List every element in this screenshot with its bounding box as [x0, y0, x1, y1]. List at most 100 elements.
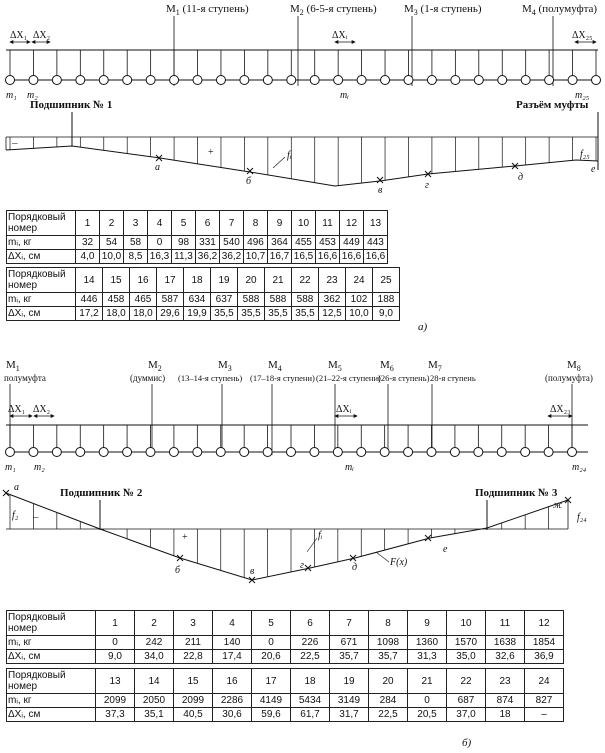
- mass-node: [5, 447, 15, 457]
- table-cell: 588: [237, 292, 265, 307]
- mass-node: [380, 75, 391, 85]
- table-cell: 443: [363, 235, 388, 250]
- table-cell: 8: [368, 610, 408, 636]
- figure-a-scheme: M1 (11-я ступень) M2 (6-5-я ступень) M3 …: [5, 3, 601, 333]
- dx-label-i: ΔXᵢ: [332, 30, 348, 41]
- mass-label-b-M4: M4: [268, 359, 282, 373]
- mass-node: [473, 447, 484, 457]
- table-cell: 7: [329, 610, 369, 636]
- mass-caption-b-7: 28-я ступень: [430, 373, 476, 383]
- table-cell: 3: [173, 610, 213, 636]
- table-cell: 2099: [173, 693, 213, 708]
- bearing-1-label: Подшипник № 1: [30, 99, 112, 111]
- table-cell: 17,2: [75, 306, 103, 321]
- table-cell: 188: [372, 292, 400, 307]
- dx-label-1: ΔX₁: [10, 30, 27, 41]
- mass-node: [168, 447, 179, 457]
- table-cell: 32: [75, 235, 100, 250]
- table-cell: 284: [368, 693, 408, 708]
- table-cell: 35,5: [210, 306, 238, 321]
- table-cell: 364: [267, 235, 292, 250]
- mass-label-b-M3: M3: [218, 359, 232, 373]
- b-m-label-24: m₂₄: [572, 462, 587, 473]
- mass-row-header: mᵢ, кг: [6, 235, 76, 250]
- table-cell: 61,7: [290, 707, 330, 722]
- table-cell: 25: [372, 267, 400, 293]
- table-cell: 17,4: [212, 649, 252, 664]
- mass-node: [450, 75, 461, 85]
- table-cell: 98: [171, 235, 196, 250]
- table-cell: 13: [363, 210, 388, 236]
- table-cell: 16,6: [363, 249, 388, 264]
- mass-caption-b-1: полумуфта: [4, 373, 46, 383]
- table-cell: 1: [95, 610, 135, 636]
- table-cell: 3149: [329, 693, 369, 708]
- table-cell: 16,5: [291, 249, 316, 264]
- table-cell: 22: [446, 668, 486, 694]
- table-cell: 362: [318, 292, 346, 307]
- table-cell: 687: [446, 693, 486, 708]
- mass-label-b-M2: M2: [148, 359, 162, 373]
- mass-node: [145, 447, 156, 457]
- dx-label-2: ΔX₂: [33, 30, 50, 41]
- mass-nodes-b: [5, 425, 577, 457]
- mass-node: [449, 447, 460, 457]
- table-cell: 446: [75, 292, 103, 307]
- f-label-25: f₂₅: [580, 149, 590, 160]
- table-cell: 3: [123, 210, 148, 236]
- mass-label-b-M7: M7: [428, 359, 442, 373]
- table-cell: 226: [290, 635, 330, 650]
- table-cell: 11: [315, 210, 340, 236]
- table-cell: 449: [339, 235, 364, 250]
- mass-label-M4: M4 (полумуфта): [522, 3, 597, 17]
- table-cell: 16,3: [147, 249, 172, 264]
- mass-node: [145, 75, 156, 85]
- table-cell: 455: [291, 235, 316, 250]
- table-cell: 34,0: [134, 649, 174, 664]
- m-label-1: m₁: [6, 90, 17, 101]
- table-cell: 5: [251, 610, 291, 636]
- table-cell: 465: [129, 292, 157, 307]
- table-cell: 588: [264, 292, 292, 307]
- table-cell: 2: [99, 210, 124, 236]
- b-curve-label-e: е: [443, 544, 448, 555]
- mass-node: [497, 75, 508, 85]
- table-cell: 1360: [407, 635, 447, 650]
- table-cell: 6: [290, 610, 330, 636]
- mass-label-b-M1: M1: [6, 359, 20, 373]
- table-cell: 35,0: [446, 649, 486, 664]
- table-cell: 874: [485, 693, 525, 708]
- table-cell: 827: [524, 693, 564, 708]
- table-cell: 540: [219, 235, 244, 250]
- curve-label-e: е: [591, 164, 596, 175]
- table-cell: 4: [147, 210, 172, 236]
- mass-node: [332, 447, 343, 457]
- table-cell: 5434: [290, 693, 330, 708]
- table-cell: 331: [195, 235, 220, 250]
- table-cell: 20: [237, 267, 265, 293]
- mass-row-header: mᵢ, кг: [6, 292, 76, 307]
- table-cell: 140: [212, 635, 252, 650]
- table-cell: 58: [123, 235, 148, 250]
- table-cell: 21: [407, 668, 447, 694]
- mass-row-header: mᵢ, кг: [6, 635, 96, 650]
- mass-caption-b-4: (17–18-я ступени): [250, 373, 315, 383]
- table-cell: 21: [264, 267, 292, 293]
- mass-node: [286, 75, 297, 85]
- bearing-3-label: Подшипник № 3: [475, 487, 558, 499]
- table-cell: 634: [183, 292, 211, 307]
- table-cell: 18: [485, 707, 525, 722]
- mass-caption-b-6: (26-я ступень): [378, 373, 430, 383]
- mass-nodes-a: [5, 50, 601, 85]
- mass-node: [520, 447, 531, 457]
- table-cell: 0: [95, 635, 135, 650]
- table-cell: 20,6: [251, 649, 291, 664]
- b-sign-plus: +: [182, 532, 188, 543]
- curve-label-b: б: [246, 176, 252, 187]
- mass-node: [356, 75, 367, 85]
- mass-label-M1: M1 (11-я ступень): [166, 3, 249, 17]
- table-cell: 24: [524, 668, 564, 694]
